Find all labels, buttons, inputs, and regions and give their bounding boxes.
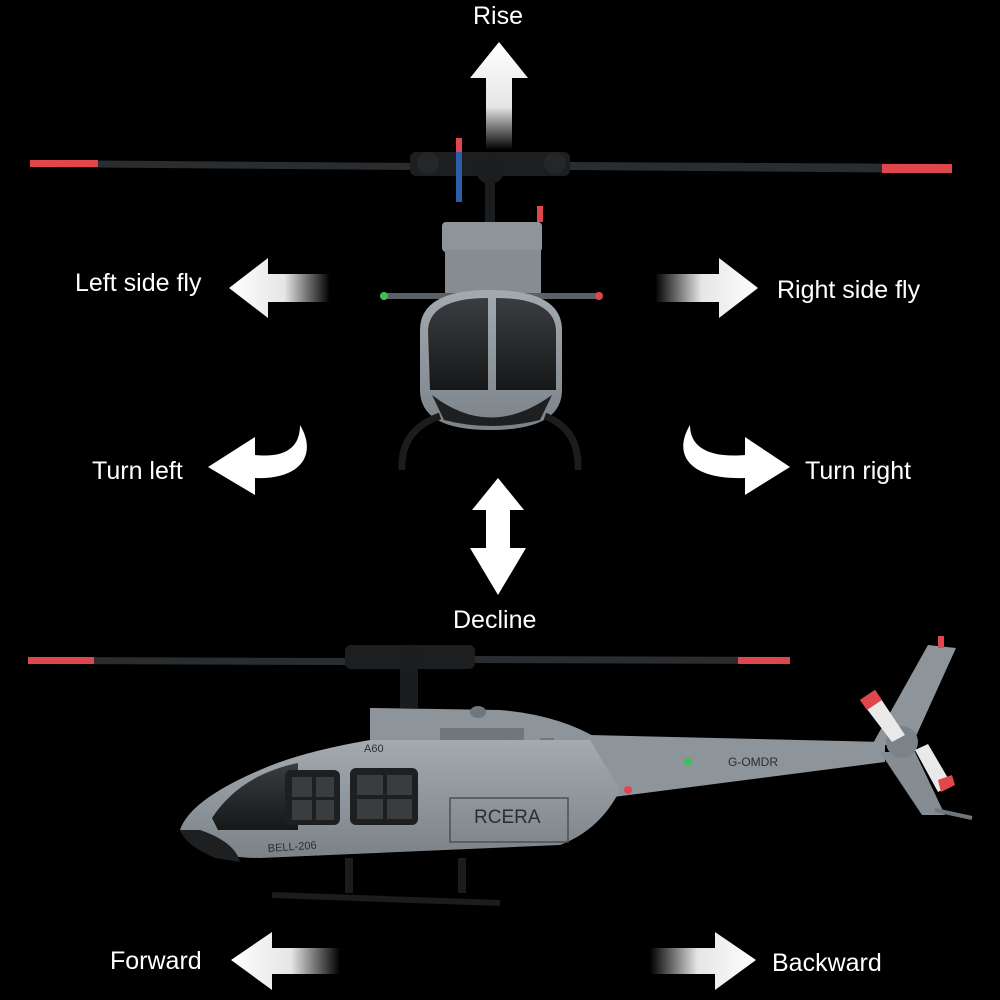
front-rotor-blade-right — [570, 162, 952, 173]
registration-marking: G-OMDR — [728, 755, 778, 769]
turn-left-label: Turn left — [92, 457, 183, 485]
side-rotor-blade-rear — [470, 656, 790, 664]
left-side-fly-arrow — [229, 258, 330, 318]
forward-arrow — [231, 932, 340, 990]
front-rotor-blade-left — [30, 160, 420, 170]
turn-right-label: Turn right — [805, 457, 912, 485]
model-name-marking: BELL-206 — [267, 840, 317, 855]
rise-arrow — [470, 42, 528, 150]
left-side-fly-label: Left side fly — [75, 269, 202, 297]
backward-label: Backward — [772, 949, 882, 977]
decline-label: Decline — [453, 606, 537, 634]
turn-left-arrow — [208, 425, 307, 495]
forward-label: Forward — [110, 947, 202, 975]
side-rotor-blade-front — [28, 657, 355, 665]
helicopter-front-view — [30, 138, 952, 471]
right-side-fly-arrow — [655, 258, 758, 318]
turn-right-arrow — [683, 425, 790, 495]
right-side-fly-label: Right side fly — [777, 276, 921, 304]
model-brand-marking: RCERA — [474, 807, 541, 828]
decline-arrow — [470, 478, 526, 595]
helicopter-side-view — [28, 636, 973, 906]
backward-arrow — [650, 932, 756, 990]
rise-label: Rise — [473, 2, 524, 30]
code-marking: A60 — [364, 743, 384, 755]
